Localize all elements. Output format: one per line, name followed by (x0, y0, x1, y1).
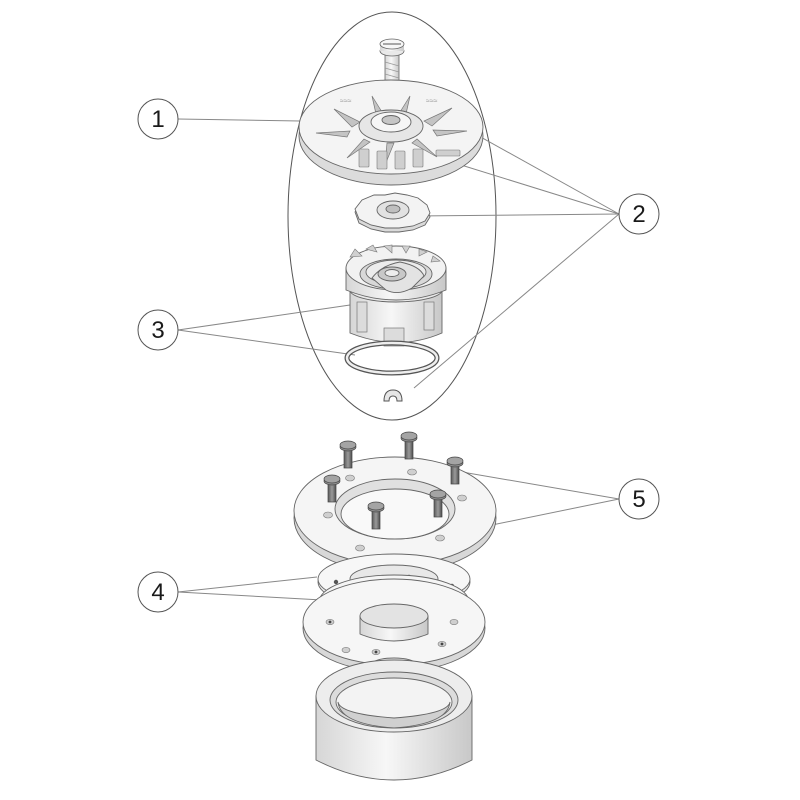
svg-text:≈≈≈: ≈≈≈ (426, 98, 438, 105)
callout-2-label: 2 (632, 201, 645, 228)
grille-cover: ≈≈≈ ≈≈≈ (298, 79, 484, 186)
callout-4: 4 (137, 571, 179, 613)
base-housing (315, 659, 473, 781)
gear-washer (354, 192, 431, 233)
small-clip (383, 389, 403, 402)
callout-2: 2 (618, 193, 660, 235)
base-flange (302, 578, 486, 673)
callout-5-label: 5 (632, 486, 645, 513)
screw-f (367, 501, 385, 530)
screw-e (429, 489, 447, 518)
screw-b (400, 431, 418, 460)
callout-4-label: 4 (151, 579, 164, 606)
screw-a (339, 440, 357, 469)
callout-5: 5 (618, 478, 660, 520)
screw-d (323, 474, 341, 503)
cover-screws (323, 431, 464, 530)
nozzle-body (345, 244, 447, 347)
cover-ring (293, 456, 497, 574)
group-1-outline (287, 11, 497, 421)
callout-1: 1 (137, 98, 179, 140)
callout-3: 3 (137, 309, 179, 351)
screw-c (446, 456, 464, 485)
callout-1-label: 1 (151, 106, 164, 133)
svg-text:≈≈≈: ≈≈≈ (340, 98, 352, 105)
callout-3-label: 3 (151, 317, 164, 344)
o-ring (344, 340, 440, 376)
